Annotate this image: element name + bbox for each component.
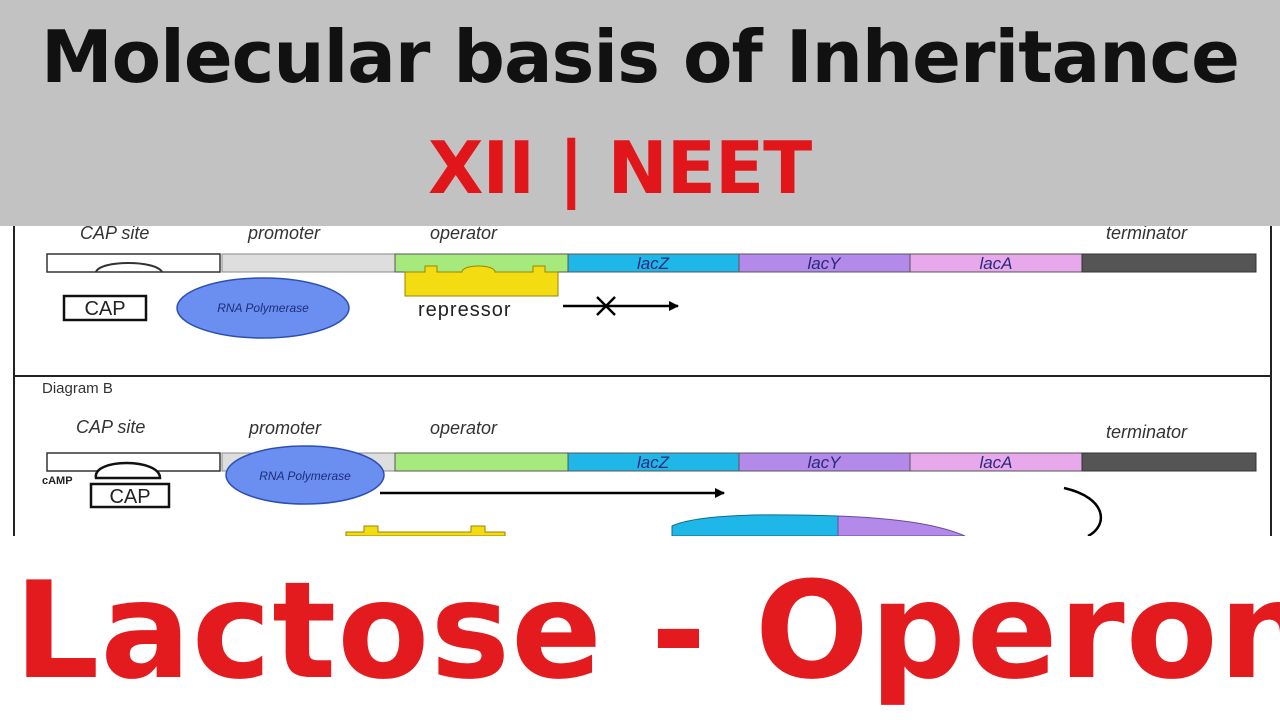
cap-site-notch-a: [95, 262, 163, 273]
camp-molecule-b: [94, 461, 162, 480]
curved-arrow-b: [1063, 486, 1103, 536]
cap-protein-box-b: [89, 482, 171, 509]
repressor-protein-b: [345, 525, 506, 536]
operator-label-b: operator: [430, 418, 498, 438]
panel-b: Diagram B CAP site promoter operator ter…: [42, 380, 1257, 536]
lacy-label-a: lacY: [807, 254, 842, 273]
laca-label-a: lacA: [979, 254, 1012, 273]
terminator-segment-a: [1081, 253, 1257, 273]
block-x-mark-a: [596, 296, 616, 316]
panel-a: CAP site promoter operator terminator la…: [46, 226, 1257, 339]
topic-banner: Lactose - Operon: [0, 536, 1280, 720]
terminator-segment-b: [1081, 452, 1257, 472]
operon-diagram: CAP site promoter operator terminator la…: [0, 226, 1280, 536]
operator-segment-b: [394, 452, 569, 472]
terminator-label-a: terminator: [1106, 226, 1188, 243]
rna-polymerase-label-a: RNA Polymerase: [217, 301, 309, 315]
camp-label-b: cAMP: [42, 475, 73, 487]
rna-polymerase-b: [225, 445, 385, 505]
cap-label-b: CAP: [109, 486, 150, 508]
operon-diagram-svg: CAP site promoter operator terminator la…: [13, 226, 1272, 536]
cap-site-label-a: CAP site: [80, 226, 149, 243]
rna-polymerase-a: [176, 277, 350, 339]
promoter-label-a: promoter: [247, 226, 321, 243]
page-subtitle: XII | NEET: [428, 126, 812, 210]
cap-label-a: CAP: [84, 298, 125, 320]
lacy-product-b: [837, 515, 966, 536]
cap-protein-box-a: [62, 294, 148, 322]
topic-title: Lactose - Operon: [14, 553, 1280, 709]
header-bar: Molecular basis of Inheritance XII | NEE…: [0, 0, 1280, 226]
cap-site-label-b: CAP site: [76, 417, 145, 437]
repressor-protein-a: [404, 265, 559, 297]
laca-label-b: lacA: [979, 453, 1012, 472]
operator-label-a: operator: [430, 226, 498, 243]
terminator-label-b: terminator: [1106, 422, 1188, 442]
lacz-product-b: [671, 514, 839, 536]
repressor-label-a: repressor: [418, 299, 511, 321]
promoter-segment-a: [221, 253, 396, 273]
diagram-b-title: Diagram B: [42, 380, 113, 397]
promoter-label-b: promoter: [248, 418, 322, 438]
lacy-label-b: lacY: [807, 453, 842, 472]
lacz-label-b: lacZ: [637, 453, 670, 472]
rna-polymerase-label-b: RNA Polymerase: [259, 469, 351, 483]
lacz-label-a: lacZ: [637, 254, 670, 273]
page-title: Molecular basis of Inheritance: [41, 15, 1240, 99]
